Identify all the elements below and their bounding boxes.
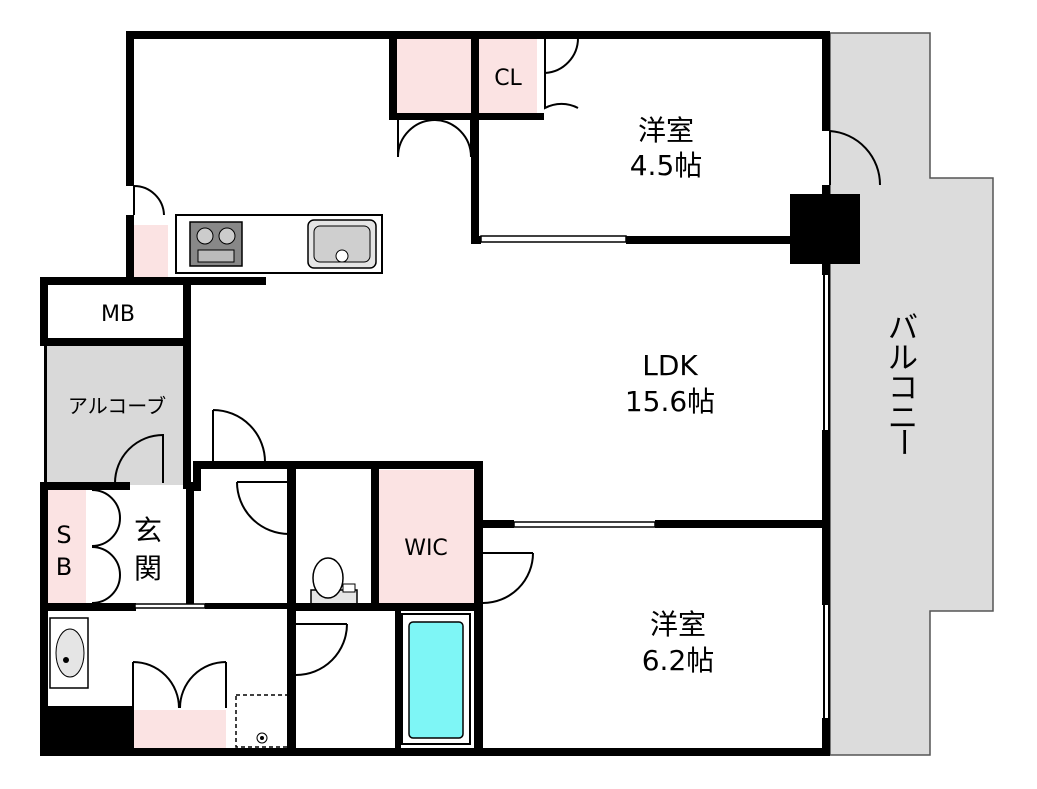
room-name-ldk: LDK: [642, 349, 698, 382]
meter-box-label: MB: [101, 302, 135, 327]
balcony-char: ニ: [888, 401, 918, 436]
windows: [823, 275, 830, 718]
room-name-western-large: 洋室: [650, 608, 706, 641]
room-size-ldk: 15.6帖: [625, 385, 715, 418]
balcony-char: バ: [888, 311, 918, 346]
shoebox-label-s: S: [56, 521, 71, 549]
bathtub-icon: [401, 613, 471, 745]
closet-label: CL: [494, 66, 522, 91]
balcony-area: [829, 32, 994, 756]
room-size-western-small: 4.5帖: [630, 149, 703, 182]
entrance-label-2: 関: [134, 552, 162, 585]
room-name-western-small: 洋室: [638, 114, 694, 147]
balcony-label: バ ル コ ニ ー: [885, 311, 920, 457]
alcove-label: アルコーブ: [68, 394, 166, 418]
closet-upper-left: [397, 38, 471, 118]
room-size-western-large: 6.2帖: [642, 644, 715, 677]
stove-icon: [189, 221, 243, 267]
closet-cl-area: [479, 38, 537, 113]
sliding-doors: [134, 235, 656, 609]
entrance-label-1: 玄: [134, 514, 162, 547]
storage-small-left: [134, 225, 168, 277]
wash-storage-area: [134, 710, 226, 752]
balcony-char: ー: [885, 427, 920, 457]
walls: [40, 31, 860, 756]
door-swings: [91, 37, 882, 709]
balcony-char: ル: [888, 341, 918, 376]
toilet-icon: [310, 557, 358, 605]
washbasin-icon: [49, 617, 89, 689]
shoebox-area: [46, 489, 86, 605]
shoebox-label-b: B: [56, 553, 72, 581]
sink-icon: [307, 219, 377, 269]
drain-icon: [235, 694, 289, 748]
balcony-char: コ: [888, 371, 918, 406]
wic-label: WIC: [404, 536, 448, 561]
wic-area: [378, 470, 474, 606]
